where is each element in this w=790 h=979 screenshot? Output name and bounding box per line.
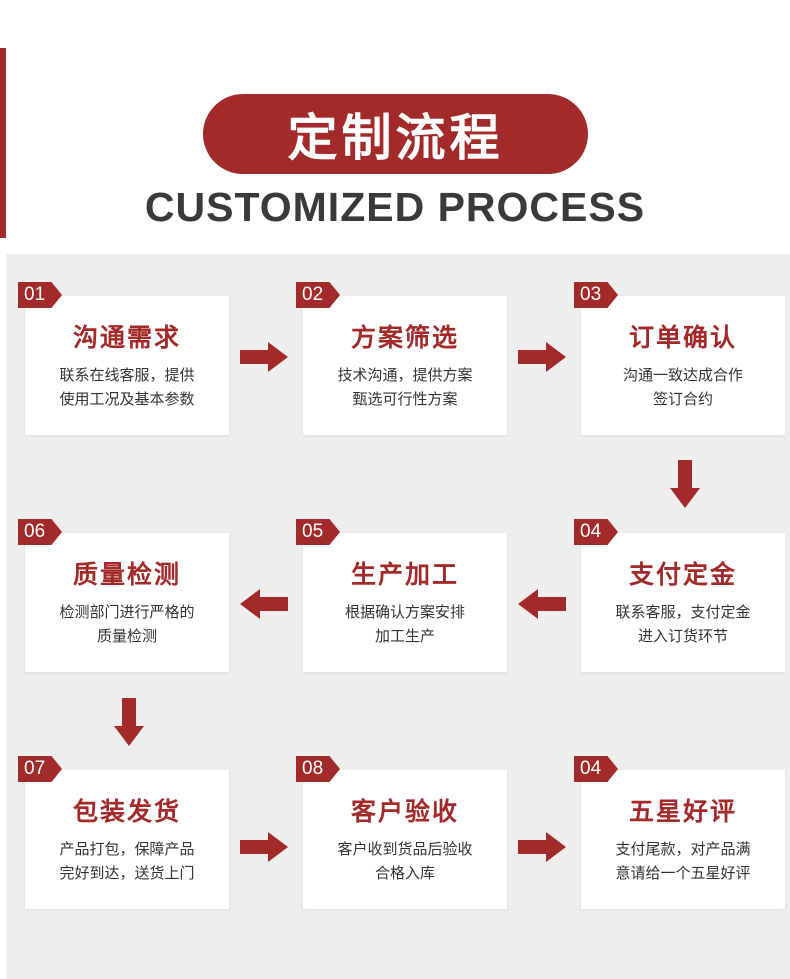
- arrow-left-icon: [518, 589, 566, 619]
- step-title: 包装发货: [72, 797, 181, 826]
- step-title: 方案筛选: [350, 323, 459, 352]
- page-subtitle: CUSTOMIZED PROCESS: [144, 184, 646, 230]
- step-title: 订单确认: [628, 323, 737, 352]
- step-card-1: 沟通需求 联系在线客服，提供 使用工况及基本参数: [25, 296, 229, 435]
- step-number-badge: 06: [18, 519, 62, 545]
- step-title: 客户验收: [350, 797, 459, 826]
- step-description: 客户收到货品后验收 合格入库: [337, 840, 473, 882]
- page-title: 定制流程: [287, 109, 504, 167]
- step-title: 生产加工: [350, 560, 459, 589]
- arrow-left-icon: [240, 589, 288, 619]
- step-card-3: 订单确认 沟通一致达成合作 签订合约: [581, 296, 785, 435]
- step-number-badge: 03: [574, 282, 618, 308]
- arrow-right-icon: [240, 342, 288, 372]
- step-description: 技术沟通，提供方案 甄选可行性方案: [337, 366, 473, 408]
- step-card-5: 生产加工 根据确认方案安排 加工生产: [303, 533, 507, 672]
- step-card-8: 客户验收 客户收到货品后验收 合格入库: [303, 770, 507, 909]
- step-number-badge: 04: [574, 519, 618, 545]
- arrow-right-icon: [518, 342, 566, 372]
- step-card-2: 方案筛选 技术沟通，提供方案 甄选可行性方案: [303, 296, 507, 435]
- arrow-right-icon: [240, 832, 288, 862]
- step-title: 沟通需求: [72, 323, 181, 352]
- step-number-badge: 02: [296, 282, 340, 308]
- arrow-down-icon: [670, 460, 700, 508]
- step-description: 沟通一致达成合作 签订合约: [622, 366, 743, 408]
- step-description: 联系客服，支付定金 进入订货环节: [615, 603, 751, 645]
- step-number-badge: 08: [296, 756, 340, 782]
- left-accent-bar: [0, 48, 6, 238]
- step-title: 支付定金: [628, 560, 737, 589]
- arrow-down-icon: [114, 698, 144, 746]
- step-number-badge: 04: [574, 756, 618, 782]
- step-description: 产品打包，保障产品 完好到达，送货上门: [59, 840, 195, 882]
- step-number-badge: 07: [18, 756, 62, 782]
- step-card-4: 支付定金 联系客服，支付定金 进入订货环节: [581, 533, 785, 672]
- step-description: 支付尾款，对产品满 意请给一个五星好评: [615, 840, 751, 882]
- step-card-9: 五星好评 支付尾款，对产品满 意请给一个五星好评: [581, 770, 785, 909]
- step-number-badge: 01: [18, 282, 62, 308]
- arrow-right-icon: [518, 832, 566, 862]
- step-card-6: 质量检测 检测部门进行严格的 质量检测: [25, 533, 229, 672]
- step-card-7: 包装发货 产品打包，保障产品 完好到达，送货上门: [25, 770, 229, 909]
- step-title: 质量检测: [72, 560, 181, 589]
- step-title: 五星好评: [628, 797, 737, 826]
- step-description: 根据确认方案安排 加工生产: [344, 603, 465, 645]
- step-description: 检测部门进行严格的 质量检测: [59, 603, 195, 645]
- title-banner: 定制流程: [203, 94, 588, 174]
- step-number-badge: 05: [296, 519, 340, 545]
- step-description: 联系在线客服，提供 使用工况及基本参数: [59, 366, 195, 408]
